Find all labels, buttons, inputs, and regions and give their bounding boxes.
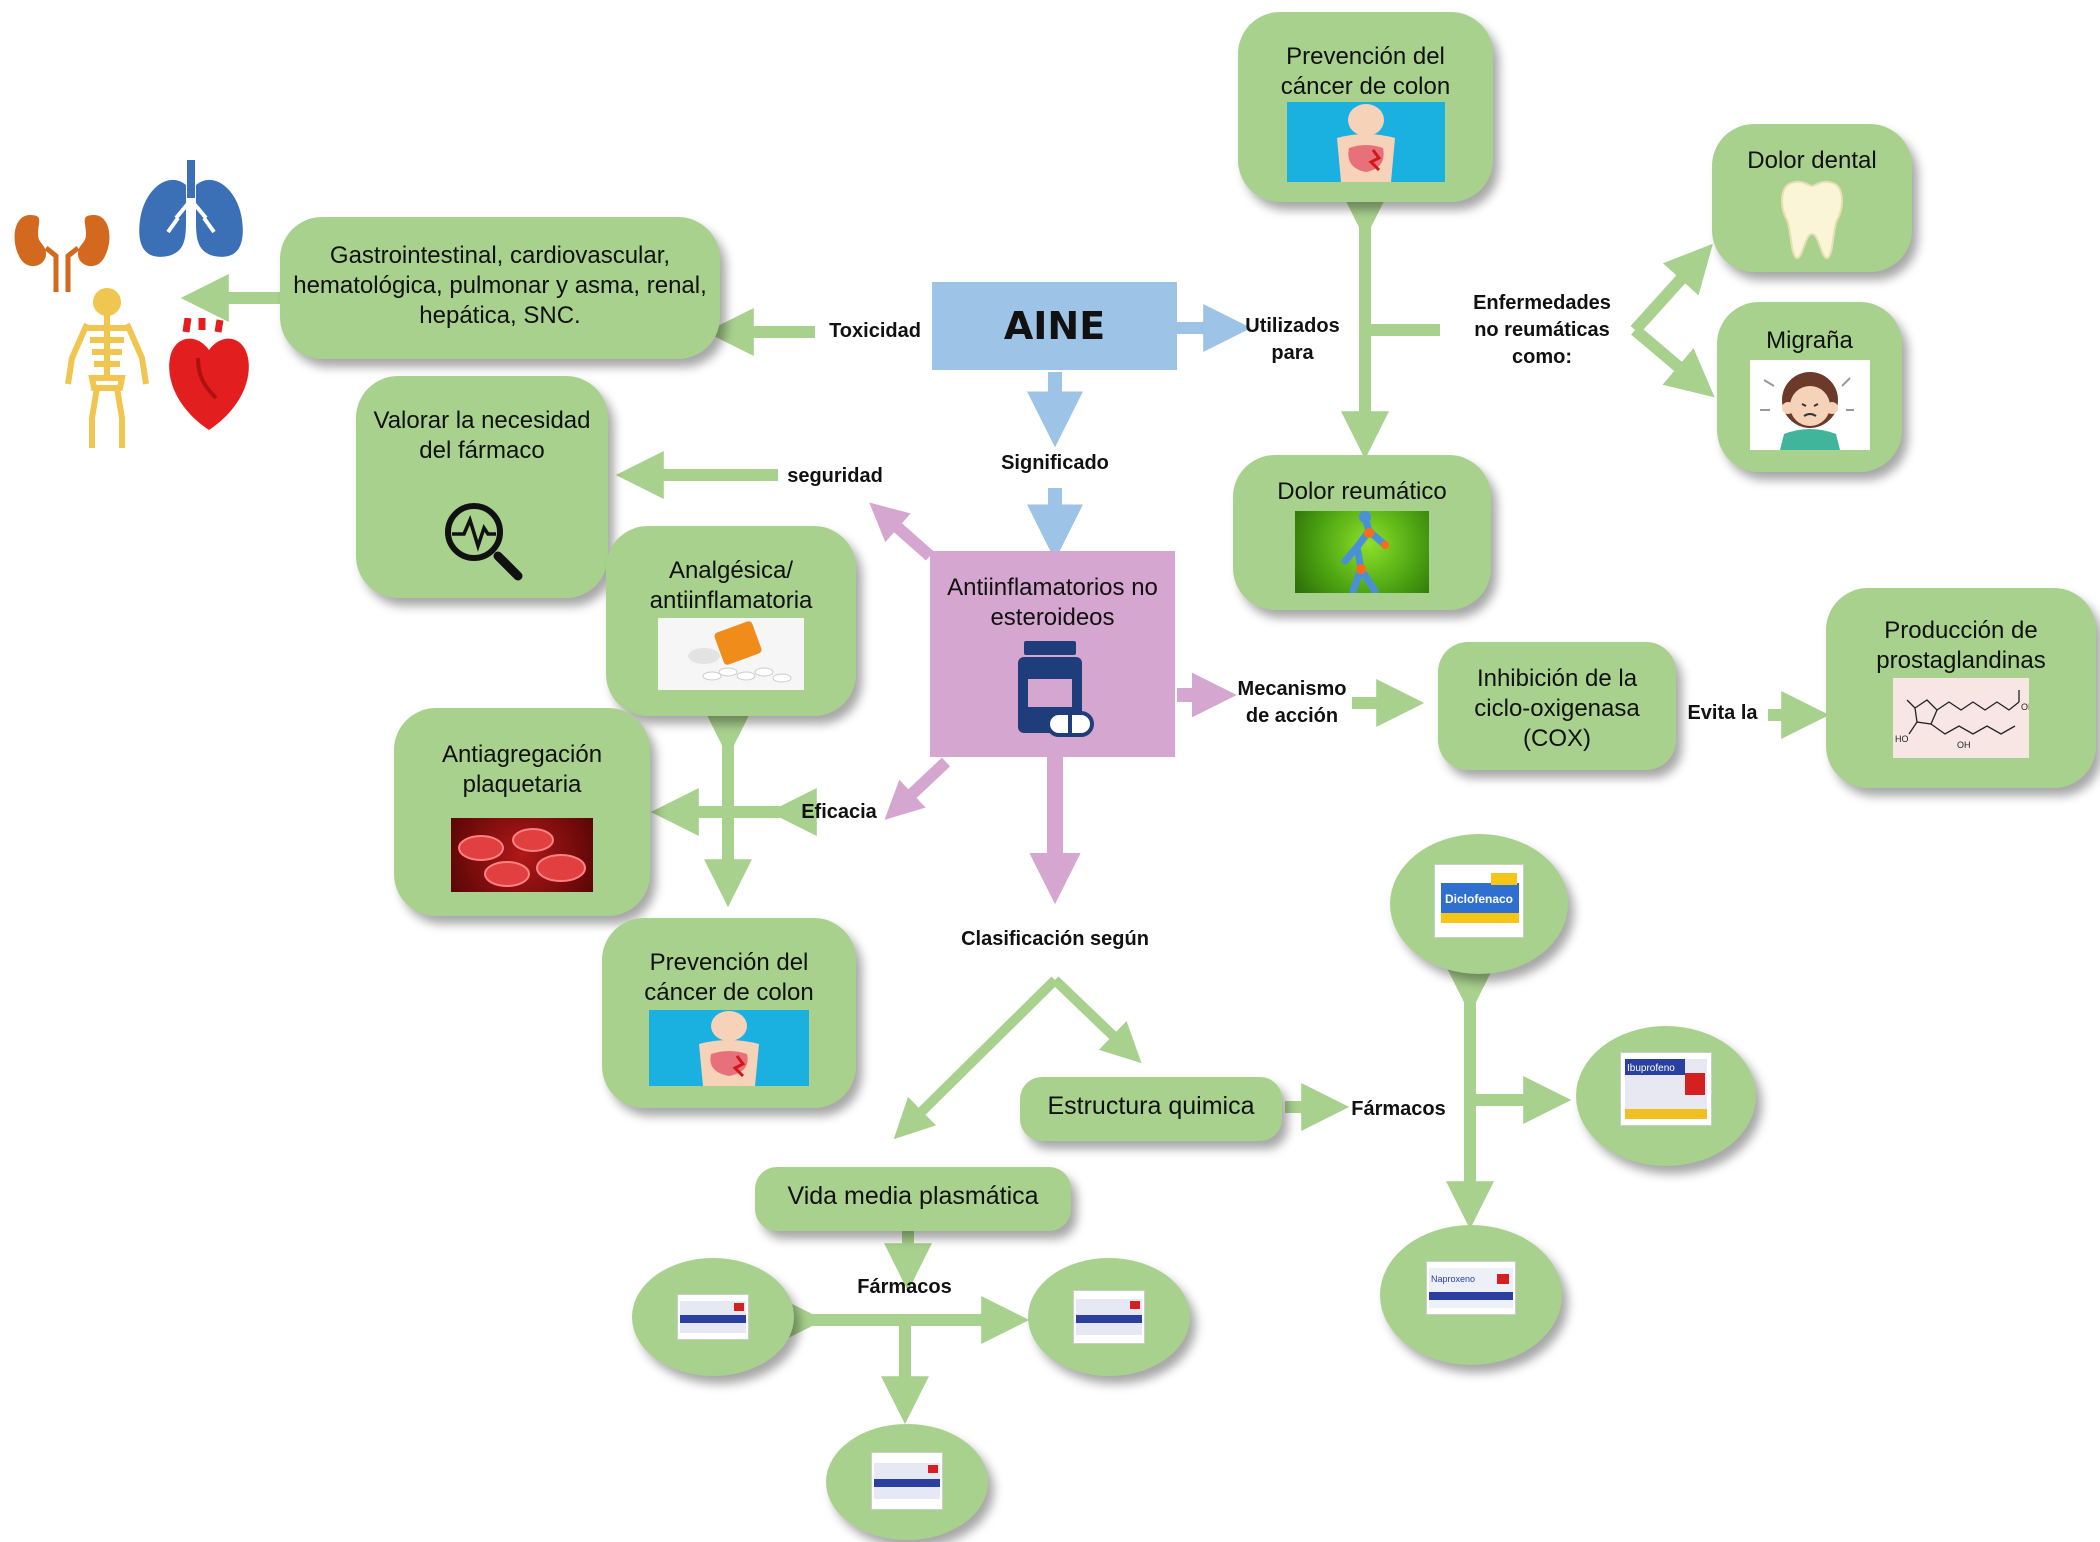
abdomen-illustration <box>1286 102 1445 182</box>
toxicity-text: Gastrointestinal, cardiovascular, hemato… <box>293 242 707 329</box>
drugs-structure-label: Fármacos <box>1351 1098 1446 1120</box>
mechanism-link-label: Mecanismo de acción <box>1237 678 1347 727</box>
classification-link-label: Clasificación según <box>961 928 1149 950</box>
lungs-icon <box>138 160 244 262</box>
drug-box-photo <box>677 1294 749 1340</box>
joint-pain-illustration <box>1295 511 1429 593</box>
svg-text:Diclofenaco: Diclofenaco <box>1445 892 1513 906</box>
dental-pain-node: Dolor dental <box>1712 124 1912 272</box>
nsaid-meaning-text: Antiinflamatorios no esteroideos <box>947 574 1158 631</box>
heart-icon <box>166 317 252 434</box>
aine-title: AINE <box>932 282 1177 370</box>
ibuprofen-box-photo: Ibuprofeno <box>1620 1052 1712 1126</box>
chemical-structure-text: Estructura quimica <box>1047 1092 1255 1120</box>
plasma-half-life-node: Vida media plasmática <box>755 1167 1071 1231</box>
colon-prevention-top-text: Prevención del cáncer de colon <box>1280 43 1451 100</box>
efficacy-link-label: Eficacia <box>801 801 877 823</box>
cox-inhibition-text: Inhibición de la ciclo-oxigenasa (COX) <box>1474 665 1640 752</box>
toxicity-node: Gastrointestinal, cardiovascular, hemato… <box>280 217 720 359</box>
analgesic-node: Analgésica/ antiinflamatoria <box>606 526 856 716</box>
ibuprofen-oval: Ibuprofeno <box>1576 1026 1756 1166</box>
rheumatic-pain-node: Dolor reumático <box>1233 455 1491 610</box>
prostaglandin-structure: HO OH OH <box>1893 678 2029 758</box>
skeleton-icon <box>62 288 152 450</box>
headache-illustration <box>1749 360 1870 450</box>
diclofenac-box-photo: Diclofenaco <box>1434 864 1524 938</box>
svg-text:Naproxeno: Naproxeno <box>1431 1274 1475 1284</box>
naproxen-box-photo: Naproxeno <box>1426 1261 1516 1315</box>
chemical-structure-node: Estructura quimica <box>1020 1077 1282 1141</box>
colon-prevention-bottom-node: Prevención del cáncer de colon <box>602 918 856 1108</box>
magnifier-pulse-icon <box>440 498 524 582</box>
kidneys-icon <box>12 210 112 292</box>
colon-prevention-top-node: Prevención del cáncer de colon <box>1238 12 1493 202</box>
analgesic-text: Analgésica/ antiinflamatoria <box>649 557 813 614</box>
halflife-drug-left-oval <box>632 1258 794 1376</box>
used-for-label: Utilizados para <box>1245 315 1340 364</box>
antiplatelet-text: Antiagregación plaquetaria <box>441 741 603 798</box>
halflife-drug-right-oval <box>1028 1258 1190 1376</box>
rheumatic-pain-text: Dolor reumático <box>1277 478 1447 505</box>
dental-pain-text: Dolor dental <box>1747 147 1877 174</box>
naproxen-oval: Naproxeno <box>1380 1225 1562 1365</box>
svg-text:OH: OH <box>1957 740 1971 750</box>
plasma-half-life-text: Vida media plasmática <box>787 1182 1039 1210</box>
prostaglandins-node: Producción de prostaglandinas HO OH OH <box>1826 588 2096 788</box>
svg-text:HO: HO <box>1895 734 1909 744</box>
avoids-link-label: Evita la <box>1687 702 1758 724</box>
pill-bottle-photo <box>658 618 804 690</box>
assess-need-node: Valorar la necesidad del fármaco <box>356 376 608 598</box>
tooth-icon <box>1781 178 1843 260</box>
medicine-bottle-icon <box>1014 641 1094 741</box>
nsaid-meaning-box: Antiinflamatorios no esteroideos <box>930 551 1175 757</box>
abdomen-illustration <box>649 1010 809 1086</box>
drugs-halflife-label: Fármacos <box>857 1276 952 1298</box>
antiplatelet-node: Antiagregación plaquetaria <box>394 708 650 916</box>
svg-text:Ibuprofeno: Ibuprofeno <box>1627 1063 1675 1074</box>
migraine-text: Migraña <box>1766 327 1853 354</box>
meaning-link-label: Significado <box>1001 452 1109 474</box>
colon-prevention-bottom-text: Prevención del cáncer de colon <box>644 949 814 1006</box>
halflife-drug-bottom-oval <box>826 1424 988 1540</box>
svg-text:OH: OH <box>2021 702 2029 712</box>
cox-inhibition-node: Inhibición de la ciclo-oxigenasa (COX) <box>1438 642 1676 770</box>
diclofenac-oval: Diclofenaco <box>1390 834 1568 974</box>
toxicity-link-label: Toxicidad <box>829 320 921 342</box>
drug-box-photo <box>1073 1290 1145 1344</box>
prostaglandins-text: Producción de prostaglandinas <box>1876 617 2046 674</box>
assess-need-text: Valorar la necesidad del fármaco <box>373 407 591 464</box>
drug-box-photo <box>871 1452 943 1510</box>
migraine-node: Migraña <box>1717 302 1902 472</box>
red-blood-cells-photo <box>451 818 593 892</box>
diseases-label: Enfermedades no reumáticas como: <box>1473 292 1611 368</box>
safety-link-label: seguridad <box>787 465 883 487</box>
